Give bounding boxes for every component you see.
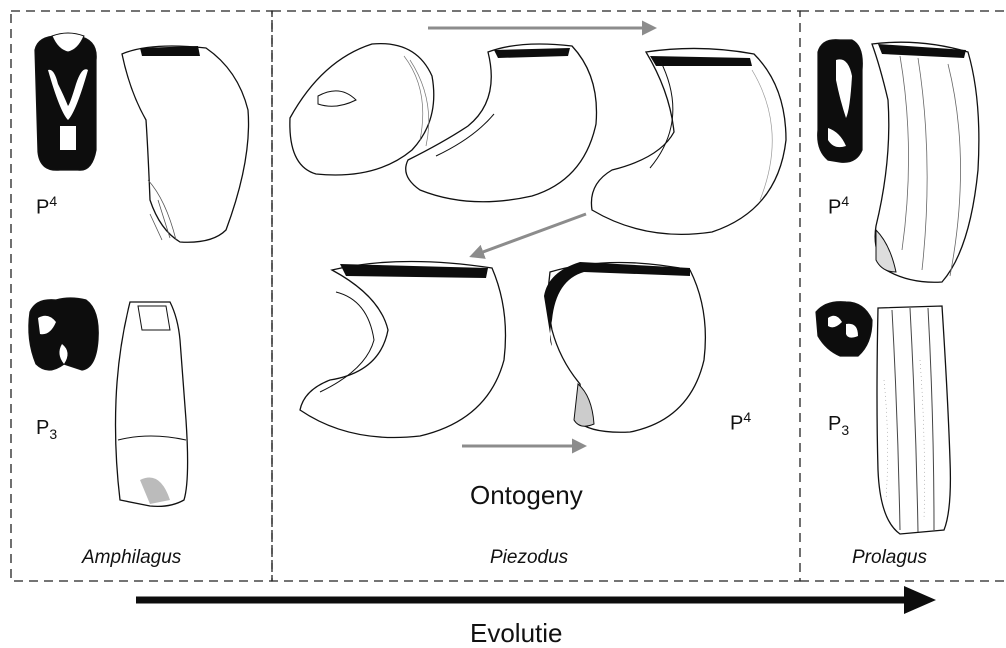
ontogeny-label: Ontogeny — [470, 482, 583, 508]
piezodus-tooth-stage-2 — [406, 44, 597, 202]
piezodus-genus-label: Piezodus — [490, 548, 568, 567]
piezodus-tooth-stage-4 — [300, 261, 506, 437]
prolagus-p4-occlusal — [818, 40, 863, 163]
amphilagus-genus-label: Amphilagus — [82, 548, 181, 567]
amphilagus-p4-occlusal — [35, 33, 96, 170]
prolagus-p4-lateral — [872, 42, 979, 282]
piezodus-tooth-stage-5 — [544, 262, 705, 432]
prolagus-p3-occlusal — [816, 302, 872, 356]
ontogeny-arrow-diagonal — [472, 214, 586, 256]
evolution-label: Evolutie — [470, 620, 563, 646]
piezodus-tooth-stage-3 — [591, 48, 786, 234]
prolagus-p3-lateral — [877, 306, 950, 534]
evolution-arrowhead — [904, 586, 936, 614]
amphilagus-p3-occlusal — [29, 298, 98, 370]
prolagus-genus-label: Prolagus — [852, 548, 927, 567]
amphilagus-p4-label: P4 — [36, 194, 57, 218]
prolagus-p3-label: P3 — [828, 414, 849, 437]
amphilagus-p3-lateral — [116, 302, 188, 506]
amphilagus-p4-lateral — [122, 46, 249, 242]
piezodus-p4-label: P4 — [730, 410, 751, 434]
prolagus-p4-label: P4 — [828, 194, 849, 218]
amphilagus-p3-label: P3 — [36, 418, 57, 441]
piezodus-tooth-stage-1 — [290, 44, 434, 175]
